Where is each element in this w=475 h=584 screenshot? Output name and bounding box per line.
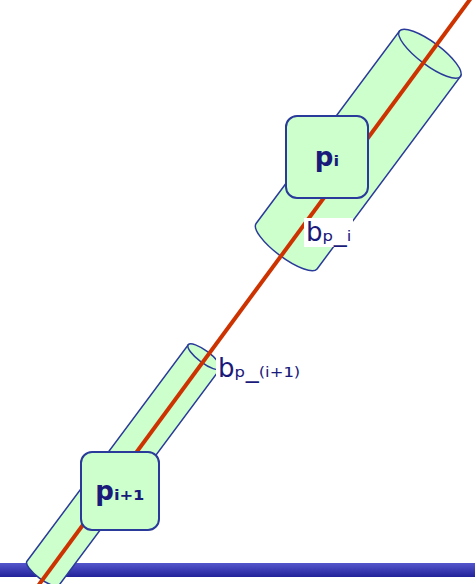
axis-line bbox=[35, 0, 474, 584]
process-box: pᵢ bbox=[285, 115, 369, 199]
segment-label: bₚ_₍ᵢ₊₁₎ bbox=[216, 354, 302, 383]
cylinder-segment bbox=[249, 22, 467, 278]
cylinder-body bbox=[249, 31, 460, 278]
process-box: pᵢ₊₁ bbox=[80, 451, 160, 531]
box-label: pᵢ bbox=[315, 142, 339, 172]
segment-label: bₚ_ᵢ bbox=[304, 218, 353, 247]
box-label: pᵢ₊₁ bbox=[95, 476, 144, 506]
